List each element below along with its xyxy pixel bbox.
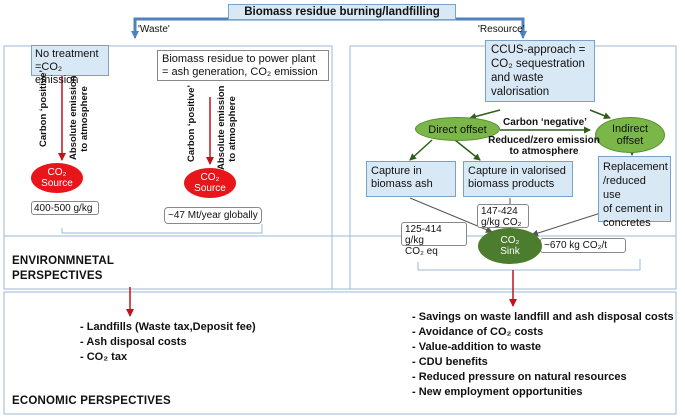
ccus-to-indirect <box>589 109 611 120</box>
ash-capture-value: 125-414 g/kg CO₂ eq <box>401 222 467 257</box>
no-treatment-line2: =CO₂ emission <box>35 61 79 86</box>
env-bracket-waste <box>61 224 263 234</box>
no-treatment-box: No treatment =CO₂ emission <box>31 45 109 86</box>
diagram-title: Biomass residue burning/landfilling <box>228 4 456 20</box>
list-item: CDU benefits <box>412 355 674 370</box>
co2-source-middle: CO₂ Source <box>184 168 236 198</box>
absolute-emission-label-middle: Absolute emission to atmosphere <box>216 85 238 170</box>
list-item: Avoidance of CO₂ costs <box>412 325 674 340</box>
environmental-perspectives-title: ENVIRONMNETAL PERSPECTIVES <box>12 255 115 282</box>
reduced-emission-label: Reduced/zero emission to atmosphere <box>488 135 600 157</box>
products-value: 147-424 g/kg CO₂ <box>477 204 529 228</box>
no-treatment-value: 400-500 g/kg <box>31 201 99 215</box>
capture-ash-box: Capture in biomass ash <box>366 161 456 197</box>
economic-right-list: Savings on waste landfill and ash dispos… <box>412 310 674 400</box>
power-plant-line2: = ash generation, CO₂ emission <box>162 66 318 78</box>
replacement-to-sink <box>531 209 611 237</box>
resource-branch-label: 'Resource' <box>478 24 525 35</box>
power-plant-box: Biomass residue to power plant = ash gen… <box>157 50 329 81</box>
ccus-to-direct <box>469 109 501 120</box>
list-item: Savings on waste landfill and ash dispos… <box>412 310 674 325</box>
list-item: Landfills (Waste tax,Deposit fee) <box>80 320 256 335</box>
direct-to-ash <box>409 139 433 161</box>
economic-frame <box>3 291 677 415</box>
co2-source-left: CO₂ Source <box>31 163 83 193</box>
carbon-positive-label-middle: Carbon ‘positive’ <box>186 84 197 162</box>
replacement-box: Replacement /reduced use of cement in co… <box>598 156 671 229</box>
absolute-emission-label-left: Absolute emission to atmosphere <box>68 75 90 160</box>
carbon-positive-label-left: Carbon ‘positive’ <box>38 69 49 147</box>
list-item: CO₂ tax <box>80 350 256 365</box>
capture-products-box: Capture in valorised biomass products <box>463 161 573 197</box>
direct-offset-oval: Direct offset <box>415 117 500 141</box>
list-item: New employment opportunities <box>412 385 674 400</box>
environmental-frame <box>3 235 677 290</box>
direct-to-products <box>454 139 481 161</box>
power-plant-line1: Biomass residue to power plant <box>162 53 316 65</box>
no-treatment-line1: No treatment <box>35 48 99 60</box>
carbon-negative-label: Carbon ‘negative’ <box>503 117 587 128</box>
economic-perspectives-title: ECONOMIC PERSPECTIVES <box>12 395 171 407</box>
economic-left-list: Landfills (Waste tax,Deposit fee) Ash di… <box>80 320 256 365</box>
waste-branch-label: 'Waste' <box>138 24 170 35</box>
ccus-box: CCUS-approach = CO₂ sequestration and wa… <box>485 40 595 102</box>
list-item: Ash disposal costs <box>80 335 256 350</box>
co2-sink: CO₂ Sink <box>478 228 542 264</box>
indirect-offset-oval: Indirect offset <box>595 117 665 153</box>
power-plant-value: ~47 Mt/year globally <box>164 207 262 224</box>
list-item: Reduced pressure on natural resources <box>412 370 674 385</box>
concrete-value: ~670 kg CO₂/t <box>540 238 626 253</box>
env-bracket-resource <box>417 259 641 271</box>
list-item: Value-addition to waste <box>412 340 674 355</box>
